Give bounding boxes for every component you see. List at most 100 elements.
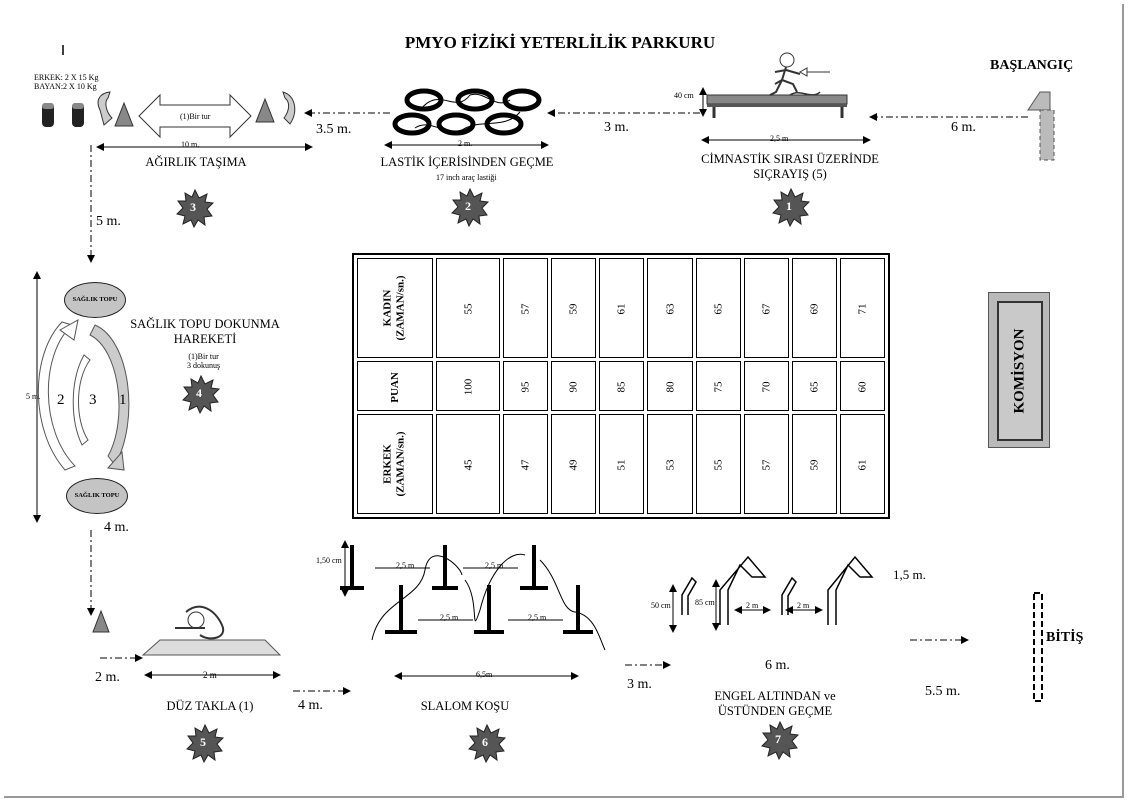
score-row-header: ERKEK(ZAMAN/sn.) bbox=[357, 414, 433, 514]
distance-7-to-finish: 5.5 m. bbox=[925, 684, 961, 699]
slalom-total: 6,5m bbox=[476, 670, 493, 679]
page-title: PMYO FİZİKİ YETERLİLİK PARKURU bbox=[404, 33, 716, 52]
station-3-name: AĞIRLIK TAŞIMA bbox=[145, 155, 247, 169]
slalom-gap: 2,5 m bbox=[396, 561, 415, 570]
score-cell: 49 bbox=[551, 414, 597, 514]
distance-6-to-7: 3 m. bbox=[627, 677, 652, 692]
cone-icon bbox=[92, 609, 110, 633]
station-4-name: SAĞLIK TOPU DOKUNMA HAREKETİ bbox=[130, 317, 280, 346]
tire-note: 17 inch araç lastiği bbox=[436, 173, 497, 182]
ball-notes: (1)Bir tur 3 dokunuş bbox=[187, 352, 221, 370]
start-marker-icon bbox=[1027, 91, 1055, 161]
score-cell: 61 bbox=[599, 258, 645, 358]
score-cell: 65 bbox=[695, 258, 741, 358]
distance-5-entry: 2 m. bbox=[95, 670, 120, 685]
station-4-ball-loop bbox=[33, 271, 130, 523]
distance-3-to-4: 5 m. bbox=[96, 214, 121, 229]
loop-number: 1 bbox=[119, 392, 127, 408]
station-badge-6: 6 bbox=[482, 735, 488, 749]
score-cell: 51 bbox=[599, 414, 645, 514]
station-badges bbox=[176, 187, 811, 764]
station-6-name: SLALOM KOŞU bbox=[420, 699, 510, 713]
station-badge-2: 2 bbox=[465, 199, 471, 213]
distance-1-to-2: 3 m. bbox=[604, 120, 629, 135]
score-cell: 70 bbox=[743, 361, 789, 411]
cone-icon bbox=[114, 101, 134, 127]
tires-length: 2 m. bbox=[458, 139, 473, 148]
bench-length: 2,5 m bbox=[770, 134, 789, 143]
station-badge-4: 4 bbox=[196, 386, 202, 400]
carry-length: 10 m. bbox=[181, 140, 200, 149]
score-cell: 80 bbox=[647, 361, 693, 411]
score-cell: 85 bbox=[599, 361, 645, 411]
start-label: BAŞLANGIÇ bbox=[990, 58, 1074, 73]
slalom-gap: 2,5 m bbox=[485, 561, 504, 570]
distance-4-to-5: 4 m. bbox=[104, 520, 129, 535]
distance-7-span: 6 m. bbox=[765, 658, 790, 673]
score-cell: 75 bbox=[695, 361, 741, 411]
dumbbell-icon bbox=[42, 103, 84, 127]
double-arrow-icon bbox=[138, 93, 252, 139]
hurdle-low: 50 cm bbox=[651, 601, 671, 610]
score-row-header: KADIN(ZAMAN/sn.) bbox=[357, 258, 433, 358]
station-7-hurdles bbox=[669, 555, 874, 633]
hurdle-gap: 2 m bbox=[797, 601, 810, 610]
score-cell: 63 bbox=[647, 258, 693, 358]
committee-label: KOMİSYON bbox=[1011, 328, 1028, 414]
pole-height: 1,50 cm bbox=[316, 556, 342, 565]
station-5-name: DÜZ TAKLA (1) bbox=[166, 699, 254, 713]
score-cell: 47 bbox=[503, 414, 549, 514]
station-badge-3: 3 bbox=[190, 200, 196, 214]
score-cell: 57 bbox=[503, 258, 549, 358]
station-badge-7: 7 bbox=[775, 732, 781, 746]
score-row-header: PUAN bbox=[357, 361, 433, 411]
cone-icon bbox=[255, 97, 275, 123]
score-cell: 90 bbox=[551, 361, 597, 411]
station-3-weight-carry bbox=[42, 91, 313, 151]
distance-2-to-3: 3.5 m. bbox=[316, 122, 352, 137]
score-cell: 60 bbox=[839, 361, 885, 411]
score-cell: 55 bbox=[695, 414, 741, 514]
score-cell: 53 bbox=[647, 414, 693, 514]
score-cell: 59 bbox=[791, 414, 837, 514]
station-2-name: LASTİK İÇERİSİNDEN GEÇME bbox=[380, 155, 554, 169]
hurdle-high: 85 cm bbox=[695, 598, 715, 607]
weight-spec: ERKEK: 2 X 15 Kg BAYAN:2 X 10 Kg bbox=[34, 73, 99, 91]
loop-number: 3 bbox=[89, 392, 97, 408]
score-cell: 71 bbox=[839, 258, 885, 358]
score-cell: 95 bbox=[503, 361, 549, 411]
score-cell: 67 bbox=[743, 258, 789, 358]
mat-length: 2 m bbox=[203, 670, 217, 680]
medicine-ball-bottom: SAĞLIK TOPU bbox=[66, 478, 128, 514]
finish-label: BİTİŞ bbox=[1046, 630, 1084, 645]
finish-marker-icon bbox=[1033, 592, 1043, 702]
hurdle-height: 1,5 m. bbox=[893, 567, 926, 582]
score-cell: 57 bbox=[743, 414, 789, 514]
score-cell: 61 bbox=[839, 414, 885, 514]
score-cell: 69 bbox=[791, 258, 837, 358]
station-badge-5: 5 bbox=[200, 735, 206, 749]
distance-start-to-1: 6 m. bbox=[951, 120, 976, 135]
loop-number: 2 bbox=[57, 392, 65, 408]
score-cell: 59 bbox=[551, 258, 597, 358]
slalom-gap: 2,5 m bbox=[528, 613, 547, 622]
station-5-mat bbox=[92, 605, 282, 679]
station-badge-1: 1 bbox=[786, 199, 792, 213]
score-cell: 100 bbox=[436, 361, 501, 411]
slalom-gap: 2,5 m bbox=[440, 613, 459, 622]
station-1-bench bbox=[699, 52, 871, 144]
score-cell: 55 bbox=[436, 258, 501, 358]
station-2-tires bbox=[384, 88, 549, 149]
score-cell: 45 bbox=[436, 414, 501, 514]
score-cell: 65 bbox=[791, 361, 837, 411]
distance-5-to-6: 4 m. bbox=[298, 698, 323, 713]
flow-line-top bbox=[87, 109, 1028, 695]
station-1-name: CİMNASTİK SIRASI ÜZERİNDE SIÇRAYIŞ (5) bbox=[701, 152, 879, 181]
bench-height: 40 cm bbox=[674, 91, 694, 100]
station-7-name: ENGEL ALTINDAN ve ÜSTÜNDEN GEÇME bbox=[714, 689, 836, 718]
